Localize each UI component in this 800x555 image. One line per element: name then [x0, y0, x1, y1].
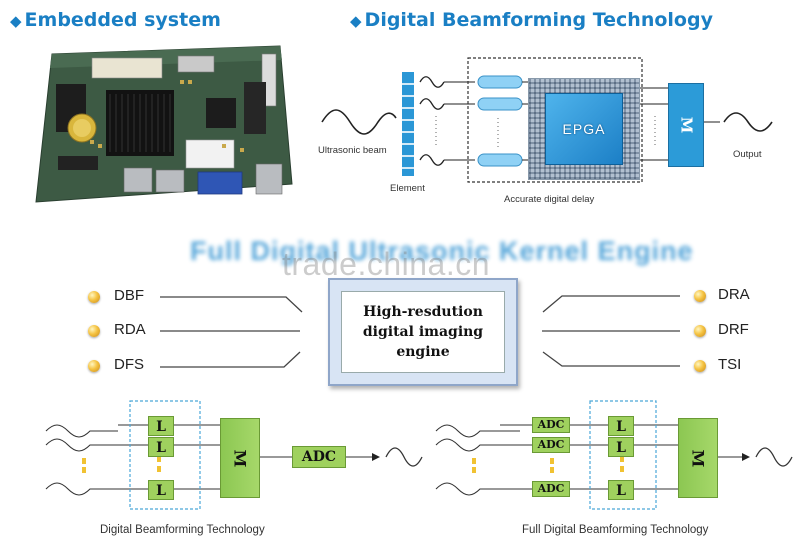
imaging-engine-inner: High-resdution digital imaging engine [341, 291, 505, 373]
multiplexer-block: M [678, 418, 718, 498]
delay-block: L [608, 480, 634, 500]
delay-elements [477, 75, 523, 167]
engine-item-dra: DRA [718, 286, 750, 303]
digital-beamforming-heading: ◆Digital Beamforming Technology [350, 9, 713, 31]
delay-block: L [608, 437, 634, 457]
adc-block: ADC [532, 437, 570, 453]
adc-block: ADC [292, 446, 346, 468]
watermark: trade.china.cn [282, 246, 491, 282]
element-bar [402, 72, 414, 176]
epga-chip: EPGA [545, 93, 623, 165]
beamforming-diagram [321, 57, 773, 183]
bullet-icon [88, 291, 100, 303]
bullet-icon [694, 360, 706, 372]
delay-block: L [148, 437, 174, 457]
engine-item-drf: DRF [718, 321, 749, 338]
diamond-icon: ◆ [10, 12, 22, 30]
bullet-icon [88, 325, 100, 337]
delay-group-right [589, 400, 657, 510]
multiplexer-block: M [668, 83, 704, 167]
engine-title: Full Digital Ultrasonic Kernel Engine [190, 236, 694, 266]
adc-block: ADC [532, 417, 570, 433]
delay-block: L [608, 416, 634, 436]
bullet-icon [694, 290, 706, 302]
delay-box [467, 57, 643, 183]
delay-block: L [148, 416, 174, 436]
element-label: Element [390, 183, 425, 194]
caption-full-digital-beamforming: Full Digital Beamforming Technology [522, 524, 709, 536]
ultrasonic-beam-label: Ultrasonic beam [318, 145, 387, 156]
bullet-icon [694, 325, 706, 337]
input-wave [321, 109, 397, 135]
embedded-board-image [35, 45, 293, 203]
multiplexer-block: M [220, 418, 260, 498]
delay-block: L [148, 480, 174, 500]
embedded-system-heading: ◆Embedded system [10, 9, 221, 31]
accurate-delay-label: Accurate digital delay [504, 194, 595, 205]
fpga-chip-grid: EPGA [528, 78, 640, 180]
diamond-icon: ◆ [350, 12, 362, 30]
output-label: Output [733, 149, 762, 160]
engine-item-dfs: DFS [114, 356, 144, 373]
bottom-diagrams-wiring [45, 400, 793, 510]
adc-block: ADC [532, 481, 570, 497]
output-wave [723, 112, 773, 132]
imaging-engine-box: High-resdution digital imaging engine [328, 278, 518, 386]
delay-group-left [129, 400, 201, 510]
engine-connectors [160, 295, 680, 368]
bullet-icon [88, 360, 100, 372]
engine-item-tsi: TSI [718, 356, 742, 373]
caption-digital-beamforming: Digital Beamforming Technology [100, 524, 265, 536]
imaging-engine-text: High-resdution digital imaging engine [362, 304, 484, 360]
engine-item-dbf: DBF [114, 287, 144, 304]
engine-item-rda: RDA [114, 321, 146, 338]
